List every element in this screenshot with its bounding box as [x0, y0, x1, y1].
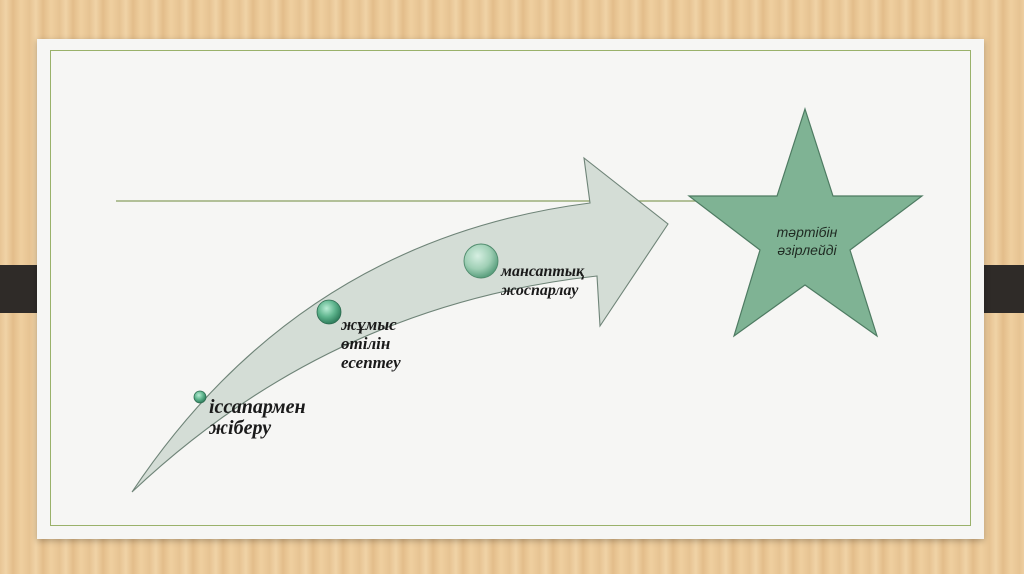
step-dot-3: [463, 243, 499, 279]
step-dot-1: [193, 390, 207, 404]
goal-label: тәртібін әзірлейді: [776, 224, 838, 258]
slide-inner-frame: [50, 50, 971, 526]
step-dot-2: [316, 299, 342, 325]
step-label-1: іссапармен жіберу: [209, 396, 306, 439]
step-label-3: мансаптық жоспарлау: [501, 263, 585, 299]
curved-arrow: [131, 156, 669, 493]
step-label-2: жұмыс өтілін есептеу: [341, 315, 401, 372]
goal-star: [687, 107, 924, 338]
